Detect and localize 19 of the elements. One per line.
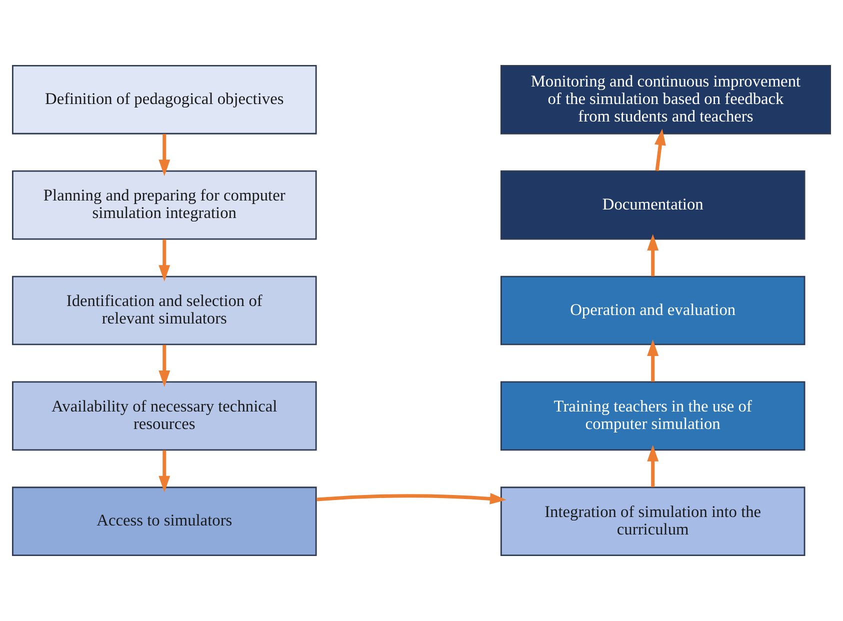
node-box: Definition of pedagogical objectives bbox=[12, 64, 317, 134]
node-box: Availability of necessary technical resources bbox=[12, 381, 317, 451]
arrow bbox=[158, 450, 170, 492]
arrow bbox=[647, 444, 659, 488]
node-box: Integration of simulation into the curriculum bbox=[500, 486, 806, 556]
node-box: Monitoring and continuous improvement of the simulation based on feedback from students and teachers bbox=[500, 64, 831, 134]
node-box: Training teachers in the use of computer simulation bbox=[500, 381, 806, 451]
arrow bbox=[158, 239, 170, 282]
arrow bbox=[158, 134, 170, 176]
arrow bbox=[654, 128, 666, 171]
arrow bbox=[316, 492, 506, 504]
node-box: Identification and selection of relevant simulators bbox=[12, 276, 317, 346]
arrow bbox=[647, 340, 659, 382]
node-box: Planning and preparing for computer simulation integration bbox=[12, 170, 317, 240]
node-box: Operation and evaluation bbox=[500, 276, 806, 346]
node-box: Documentation bbox=[500, 170, 806, 240]
arrow bbox=[158, 344, 170, 387]
node-box: Access to simulators bbox=[12, 486, 317, 556]
arrow bbox=[647, 234, 659, 276]
